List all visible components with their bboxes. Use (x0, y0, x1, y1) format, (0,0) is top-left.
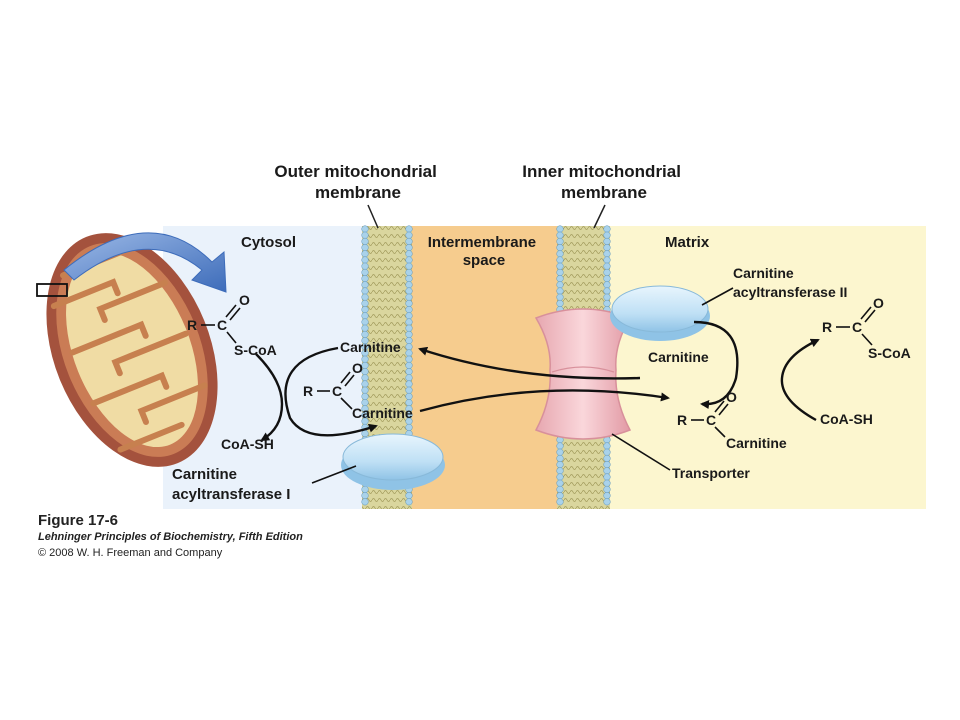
copyright: © 2008 W. H. Freeman and Company (38, 547, 223, 559)
svg-text:R: R (822, 319, 832, 335)
cat1-pointer (311, 465, 357, 484)
cytosol-acyl-coa: R C O S-CoA (187, 292, 277, 358)
intermembrane-label-1: Intermembrane (428, 234, 536, 251)
outer-membrane-label-1: Outer mitochondrial (274, 162, 436, 181)
cat2-reaction-arc (693, 320, 739, 410)
svg-text:Outer mitochondrial membra: Outer mitochondrial membrane (274, 162, 441, 202)
outer-membrane-label-2: membrane (315, 183, 401, 202)
matrix-region (610, 226, 926, 509)
cytosol-coa-sh: CoA-SH (221, 436, 274, 452)
transporter-pointer (611, 433, 671, 471)
cytosol-coa-arc (255, 353, 284, 442)
mitochondrion-illustration (46, 233, 218, 467)
inner-membrane-label-2: membrane (561, 183, 647, 202)
svg-text:C: C (852, 319, 862, 335)
cat1-enzyme (341, 433, 445, 490)
zoom-region-marker (36, 283, 68, 297)
cat2-enzyme (610, 285, 710, 341)
acylcarnitine-import-arrow (419, 389, 670, 413)
svg-text:S-CoA: S-CoA (868, 345, 911, 361)
svg-text:C: C (217, 317, 227, 333)
svg-text:Carnitine acyltransferase: Carnitine acyltransferase I (172, 466, 290, 503)
carnitine-return-arrow (418, 346, 641, 380)
transporter-protein (534, 308, 632, 440)
cytosol-label: Cytosol (241, 234, 296, 251)
cat2-label-2: acyltransferase II (733, 284, 847, 300)
svg-text:R: R (677, 412, 687, 428)
svg-text:O: O (873, 295, 884, 311)
cat1-label-2: acyltransferase I (172, 486, 290, 503)
matrix-label: Matrix (665, 234, 710, 251)
cat2-label-1: Carnitine (733, 265, 794, 281)
matrix-coa-arc (780, 338, 820, 422)
figure-number: Figure 17-6 (38, 512, 119, 529)
intermembrane-label-2: space (463, 252, 506, 269)
svg-text:O: O (726, 389, 737, 405)
svg-text:O: O (352, 360, 363, 376)
book-title: Lehninger Principles of Biochemistry, Fi… (38, 531, 303, 543)
matrix-carnitine: Carnitine (648, 349, 709, 365)
svg-text:Carnitine acyltransferase: Carnitine acyltransferase II (733, 265, 847, 300)
matrix-coa-sh: CoA-SH (820, 411, 873, 427)
outer-membrane-pointer (367, 204, 379, 229)
svg-text:Intermembrane space: Intermembrane space (428, 234, 541, 269)
zoom-arrow (63, 232, 227, 293)
svg-text:Inner mitochondrial membra: Inner mitochondrial membrane (522, 162, 685, 202)
svg-text:C: C (706, 412, 716, 428)
transporter-label: Transporter (672, 465, 750, 481)
matrix-acylcarnitine: R C O Carnitine (677, 389, 787, 451)
svg-text:Carnitine: Carnitine (726, 435, 787, 451)
cytosol-acylcarnitine: R C O Carnitine (303, 360, 413, 421)
inner-membrane-pointer (593, 204, 606, 229)
svg-text:R: R (187, 317, 197, 333)
inner-membrane-label-1: Inner mitochondrial (522, 162, 681, 181)
cat2-pointer (701, 287, 734, 306)
svg-text:O: O (239, 292, 250, 308)
svg-text:Carnitine: Carnitine (352, 405, 413, 421)
matrix-acyl-coa: R C O S-CoA (822, 295, 911, 361)
cat1-label-1: Carnitine (172, 466, 237, 483)
svg-text:C: C (332, 383, 342, 399)
cat1-reaction-arc (284, 346, 378, 437)
svg-text:S-CoA: S-CoA (234, 342, 277, 358)
svg-text:R: R (303, 383, 313, 399)
cytosol-carnitine: Carnitine (340, 339, 401, 355)
